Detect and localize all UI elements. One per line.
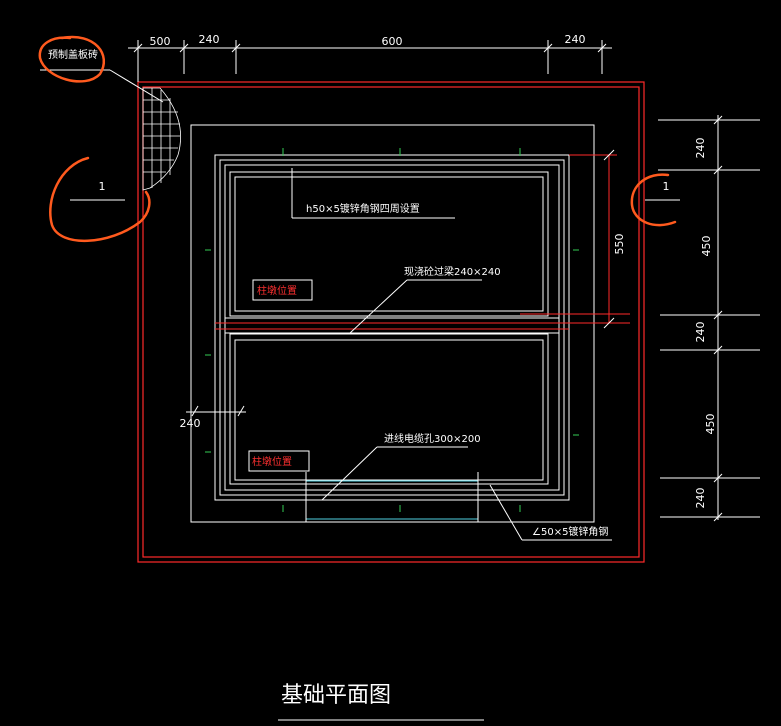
markup-annotations (38, 35, 677, 243)
red-dimension-ticks (603, 149, 615, 329)
section-mark-left-label: 1 (99, 180, 106, 193)
dim-top-3: 600 (382, 35, 403, 48)
dim-top-2: 240 (199, 33, 220, 46)
left-dimension (186, 405, 246, 417)
dim-left-240: 240 (180, 417, 201, 430)
beam-walls (225, 317, 559, 334)
dim-right-4: 450 (704, 414, 717, 435)
markup-circle-note (38, 35, 106, 83)
dim-right-2: 450 (700, 236, 713, 257)
drawing-title: 基础平面图 (281, 683, 391, 708)
hatch-corner (142, 87, 181, 191)
pillar-top-box (252, 279, 313, 301)
markup-hook-left (49, 156, 151, 243)
label-hatch-note: 预制盖板砖 (48, 48, 98, 61)
label-angle-steel-bottom: ∠50×5镀锌角钢 (532, 525, 608, 538)
beam (215, 322, 569, 330)
label-pillar-top: 柱墩位置 (257, 284, 297, 297)
cable-opening (306, 480, 478, 520)
label-pillar-bottom: 柱墩位置 (252, 455, 292, 468)
dim-right-3: 240 (694, 322, 707, 343)
right-dimension-texts: 240 450 240 450 240 (694, 138, 717, 509)
markup-hook-right (630, 173, 677, 227)
dim-top-4: 240 (565, 33, 586, 46)
cable-opening-sides (305, 472, 479, 522)
tick-marks (205, 148, 579, 512)
pillar-bottom-box (248, 450, 310, 472)
label-beam: 现浇砼过梁240×240 (404, 265, 501, 278)
outer-red-outline (137, 81, 645, 563)
dim-right-1: 240 (694, 138, 707, 159)
leader-lines (40, 69, 612, 541)
section-mark-right-label: 1 (663, 180, 670, 193)
top-dimension-texts: 500 240 600 240 (150, 33, 586, 48)
right-dimension-lines (658, 115, 760, 522)
top-dimension-lines (128, 40, 612, 82)
dim-right-5: 240 (694, 488, 707, 509)
label-cable-opening: 进线电缆孔300×200 (384, 432, 481, 445)
dim-top-1: 500 (150, 35, 171, 48)
label-angle-steel-top: h50×5镀锌角钢四周设置 (306, 202, 420, 215)
dim-red-550: 550 (613, 234, 626, 255)
